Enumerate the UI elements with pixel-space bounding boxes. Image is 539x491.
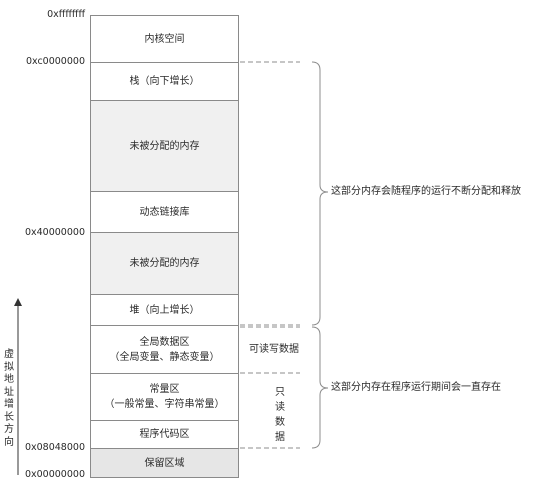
segment-heap-label: 堆（向上增长） (129, 304, 200, 316)
segment-global-data-sublabel: （全局变量、静态变量） (109, 351, 220, 363)
brace-static (311, 326, 329, 449)
read-only-label: 只读数据 (275, 387, 285, 443)
address-code-base: 0x08048000 (24, 442, 85, 453)
segment-global-data-label: 全局数据区 (139, 336, 190, 348)
segment-stack-label: 栈（向下增长） (129, 76, 200, 87)
address-kernel-base: 0xc0000000 (25, 56, 85, 67)
read-write-label: 可读写数据 (249, 344, 299, 355)
segment-constants-sublabel: （一般常量、字符串常量） (104, 399, 225, 410)
segment-constants-label: 常量区 (149, 384, 180, 395)
segment-kernel: 内核空间 (90, 15, 239, 63)
address-bottom: 0x00000000 (24, 469, 85, 480)
address-growth-label: 虚拟地址增长方向 (4, 349, 14, 448)
segment-unallocated-lower: 未被分配的内存 (90, 232, 239, 295)
static-region-note: 这部分内存在程序运行期间会一直存在 (331, 382, 501, 393)
segment-unallocated-upper: 未被分配的内存 (90, 100, 239, 192)
segment-shared-libs-label: 动态链接库 (139, 206, 190, 218)
segment-heap: 堆（向上增长） (90, 294, 239, 326)
segment-stack: 栈（向下增长） (90, 62, 239, 101)
segment-unallocated-lower-label: 未被分配的内存 (129, 258, 200, 269)
segment-unallocated-upper-label: 未被分配的内存 (129, 140, 200, 152)
segment-reserved: 保留区域 (90, 448, 239, 478)
address-top: 0xffffffff (47, 9, 85, 20)
dynamic-region-note: 这部分内存会随程序的运行不断分配和释放 (331, 186, 521, 197)
segment-shared-libs: 动态链接库 (90, 191, 239, 233)
segment-code: 程序代码区 (90, 420, 239, 449)
segment-reserved-label: 保留区域 (144, 457, 185, 469)
brace-dynamic (311, 61, 329, 326)
address-mmap-base: 0x40000000 (24, 227, 85, 238)
segment-global-data: 全局数据区 （全局变量、静态变量） (90, 325, 239, 374)
segment-constants: 常量区 （一般常量、字符串常量） (90, 373, 239, 421)
segment-kernel-label: 内核空间 (144, 33, 185, 45)
segment-code-label: 程序代码区 (139, 429, 190, 440)
